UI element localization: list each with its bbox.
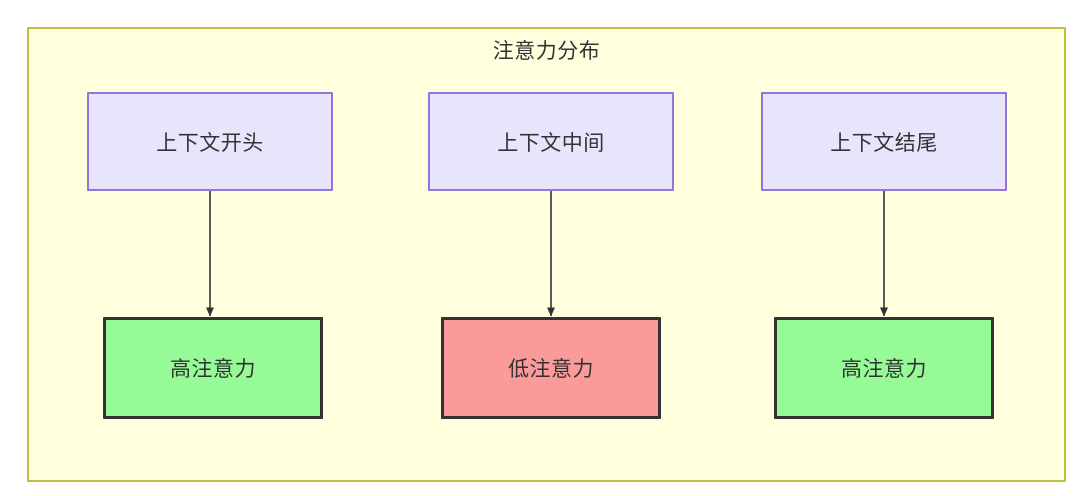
node-attention-high-start[interactable]: 高注意力 bbox=[103, 317, 323, 419]
node-context-end[interactable]: 上下文结尾 bbox=[761, 92, 1007, 191]
node-context-start[interactable]: 上下文开头 bbox=[87, 92, 333, 191]
node-context-middle[interactable]: 上下文中间 bbox=[428, 92, 674, 191]
node-label: 上下文开头 bbox=[156, 131, 264, 155]
node-label: 上下文结尾 bbox=[830, 131, 938, 155]
node-label: 低注意力 bbox=[508, 358, 594, 381]
subgraph-title: 注意力分布 bbox=[492, 40, 601, 63]
node-attention-high-end[interactable]: 高注意力 bbox=[774, 317, 994, 419]
node-attention-low-middle[interactable]: 低注意力 bbox=[441, 317, 661, 419]
node-label: 上下文中间 bbox=[497, 131, 605, 155]
node-label: 高注意力 bbox=[841, 358, 927, 381]
node-label: 高注意力 bbox=[170, 358, 256, 381]
